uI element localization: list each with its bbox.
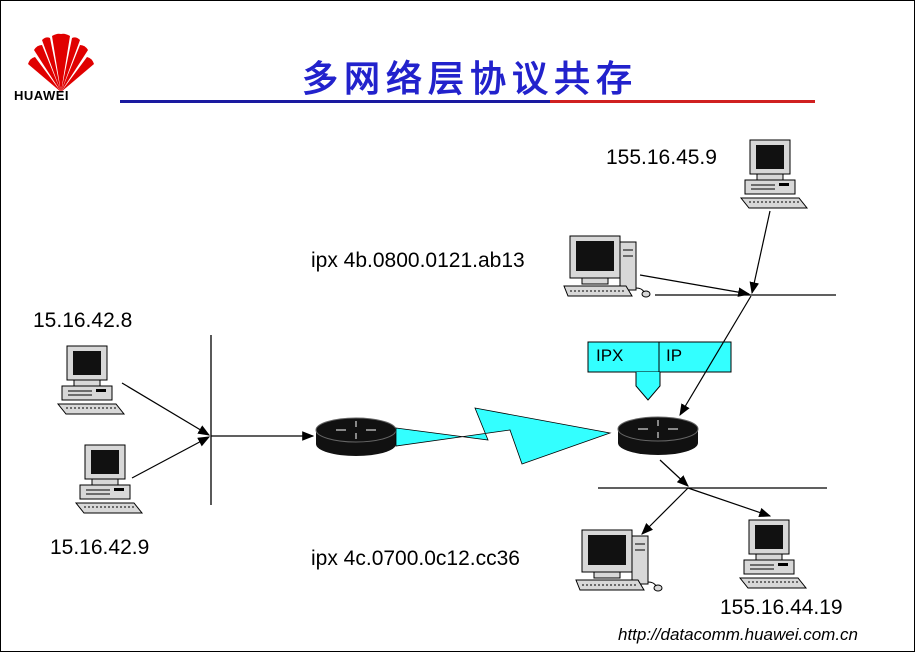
left-bottom-computer <box>75 444 143 514</box>
link-to-right-router <box>679 295 752 417</box>
top-right-computer <box>740 139 808 209</box>
bottom-workstation <box>575 529 663 592</box>
link-left-top <box>121 382 211 436</box>
top-workstation <box>563 235 651 298</box>
slide-title: 多网络层协议共存 <box>301 59 638 100</box>
wan-link <box>395 407 612 465</box>
left-top-ip-label: 15.16.42.8 <box>33 309 133 332</box>
bottom-ipx-label: ipx 4c.0700.0c12.cc36 <box>311 547 520 570</box>
link-top-ws <box>639 274 751 297</box>
left-bottom-ip-label: 15.16.42.9 <box>50 536 150 559</box>
protocol-ip-label: IP <box>666 346 683 365</box>
bottom-right-computer <box>739 519 807 589</box>
link-to-bottom-ws <box>641 487 689 535</box>
top-ipx-label: ipx 4b.0800.0121.ab13 <box>311 249 525 272</box>
protocol-ipx-label: IPX <box>596 346 624 365</box>
link-left-bottom <box>131 436 211 479</box>
left-router <box>315 417 397 457</box>
huawei-logo <box>28 33 94 92</box>
right-router <box>617 416 699 456</box>
title-underline-blue <box>120 100 550 103</box>
protocol-pointer <box>635 372 661 401</box>
brand-name: HUAWEI <box>14 88 69 103</box>
link-router-to-bottom-lan <box>659 459 689 487</box>
left-top-computer <box>57 345 125 415</box>
link-top-right-down <box>749 210 771 295</box>
bottom-right-ip-label: 155.16.44.19 <box>720 596 843 619</box>
title-underline-red <box>550 100 815 103</box>
footer-url: http://datacomm.huawei.com.cn <box>618 625 859 644</box>
top-right-ip-label: 155.16.45.9 <box>606 146 717 169</box>
link-to-bottom-right <box>687 487 772 518</box>
